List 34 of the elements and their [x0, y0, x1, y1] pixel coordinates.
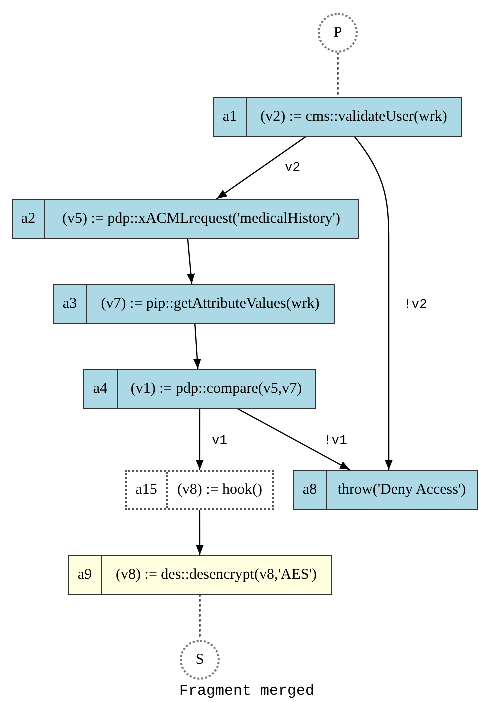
statement-text: (v8) := des::desencrypt(v8,'AES') — [115, 566, 318, 585]
record-box — [83, 369, 316, 409]
node-label: P — [334, 26, 342, 40]
statement-text: (v5) := pdp::xACMLrequest('medicalHistory') — [62, 210, 342, 229]
statement-text: (v2) := cms::validateUser(wrk) — [260, 108, 448, 127]
node-id: a8 — [294, 471, 327, 509]
node-label: S — [196, 652, 204, 668]
arrow — [237, 408, 351, 471]
node-id: a3 — [54, 285, 87, 323]
record-box — [213, 97, 462, 137]
statement-text: throw('Deny Access') — [336, 480, 468, 500]
arrow — [354, 136, 394, 471]
node-id: a9 — [69, 556, 102, 594]
arrow — [187, 238, 196, 285]
node-id: a2 — [13, 200, 45, 238]
node-id: a1 — [214, 98, 247, 136]
statement-text: (v7) := pip::getAttributeValues(wrk) — [100, 294, 321, 314]
arrow — [196, 509, 204, 556]
record-box — [12, 199, 359, 239]
edge-label: v2 — [283, 161, 303, 174]
record-box — [293, 470, 478, 510]
arrow — [193, 323, 202, 370]
dotted-connector — [337, 52, 339, 98]
arrow — [196, 408, 204, 471]
record-box — [53, 284, 335, 324]
statement-text: (v8) := hook() — [176, 480, 264, 500]
dotted-record-box — [125, 470, 274, 510]
node-id: a4 — [84, 370, 118, 408]
node-id: a15 — [127, 472, 168, 508]
statement-text: (v1) := pdp::compare(v5,v7) — [130, 380, 304, 399]
node-caption: Fragment merged — [179, 684, 315, 699]
edge-label: v1 — [210, 434, 230, 447]
arrow — [216, 136, 306, 200]
record-box — [68, 555, 332, 595]
